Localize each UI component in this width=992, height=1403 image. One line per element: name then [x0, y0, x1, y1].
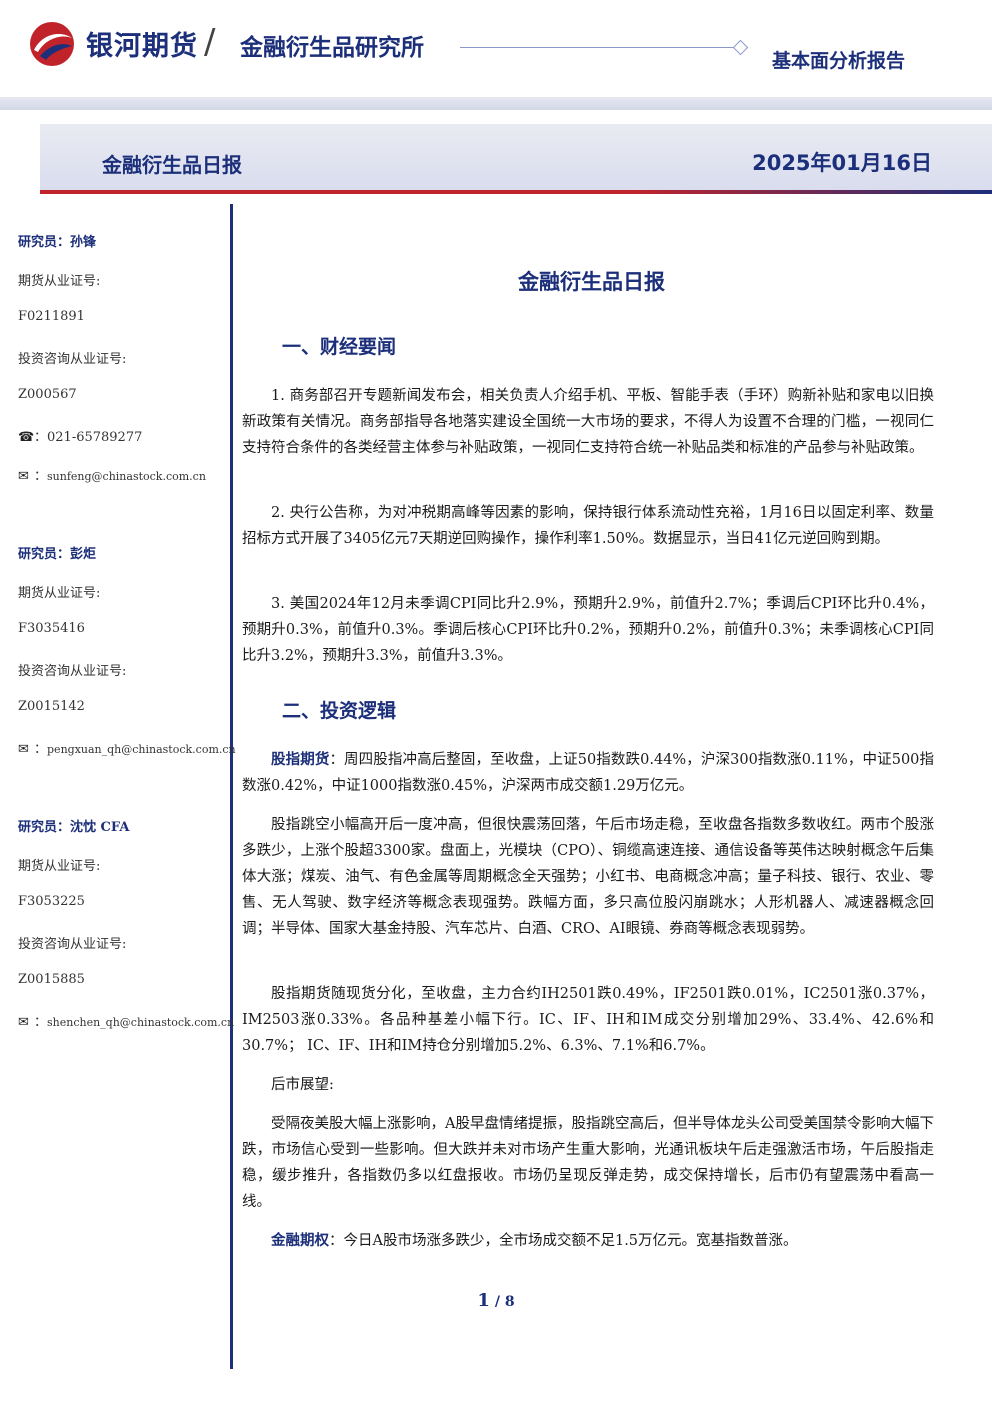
- email-separator: ：: [34, 1015, 48, 1030]
- consult-license-id: Z0015142: [18, 699, 85, 714]
- analyst-phone: ☎：021-65789277: [18, 426, 142, 445]
- futures-license-label: 期货从业证号:: [18, 274, 101, 289]
- email-icon: ✉: [18, 1015, 29, 1030]
- section-heading-news: 一、财经要闻: [282, 336, 397, 358]
- email-icon: ✉: [18, 469, 29, 484]
- consult-license-id: Z000567: [18, 387, 77, 402]
- banner-underline: [40, 190, 992, 194]
- stock-futures-paragraph: 股指期货：周四股指冲高后整固，至收盘，上证50指数跌0.44%，沪深300指数涨…: [242, 747, 934, 799]
- options-label: 金融期权: [271, 1232, 329, 1249]
- futures-license-id: F0211891: [18, 309, 85, 324]
- stock-futures-label: 股指期货: [271, 751, 330, 768]
- email-icon: ✉: [18, 742, 29, 757]
- title-banner: [40, 124, 992, 192]
- email-address[interactable]: sunfeng@chinastock.com.cn: [47, 470, 206, 483]
- analyst-email: ✉ ：sunfeng@chinastock.com.cn: [18, 465, 206, 484]
- outlook-paragraph: 受隔夜美股大幅上涨影响，A股早盘情绪提振，股指跳空高后，但半导体龙头公司受美国禁…: [242, 1116, 934, 1210]
- futures-license-label: 期货从业证号:: [18, 586, 101, 601]
- analyst-name: 研究员：孙锋: [18, 235, 97, 250]
- column-divider: [230, 204, 233, 1369]
- total-pages: 8: [504, 1294, 515, 1310]
- brand-name: 银河期货: [86, 31, 198, 62]
- report-date: 2025年01月16日: [752, 151, 932, 175]
- email-separator: ：: [34, 742, 48, 757]
- news-paragraph-1: 1. 商务部召开专题新闻发布会，相关负责人介绍手机、平板、智能手表（手环）购新补…: [242, 388, 934, 456]
- stock-futures-text: ：周四股指冲高后整固，至收盘，上证50指数跌0.44%，沪深300指数涨0.11…: [242, 752, 934, 794]
- consult-license-label: 投资咨询从业证号:: [18, 937, 127, 952]
- phone-icon: ☎: [18, 430, 35, 445]
- phone-number: ：021-65789277: [34, 430, 143, 445]
- email-address[interactable]: shenchen_qh@chinastock.com.cn: [47, 1016, 235, 1029]
- diamond-icon: [732, 39, 749, 56]
- news-paragraph-3: 3. 美国2024年12月未季调CPI同比升2.9%，预期升2.9%，前值升2.…: [242, 596, 934, 664]
- futures-license-id: F3035416: [18, 621, 85, 636]
- galaxy-futures-logo-icon: [30, 22, 74, 66]
- futures-license-id: F3053225: [18, 894, 85, 909]
- news-paragraph-2: 2. 央行公告称，为对冲税期高峰等因素的影响，保持银行体系流动性充裕，1月16日…: [242, 505, 934, 547]
- email-separator: ：: [34, 469, 48, 484]
- header-bar: [0, 97, 992, 110]
- consult-license-label: 投资咨询从业证号:: [18, 664, 127, 679]
- market-paragraph: 股指跳空小幅高开后一度冲高，但很快震荡回落，午后市场走稳，至收盘各指数多数收红。…: [242, 817, 934, 937]
- futures-paragraph: 股指期货随现货分化，至收盘，主力合约IH2501跌0.49%，IF2501跌0.…: [242, 986, 934, 1054]
- consult-license-id: Z0015885: [18, 972, 85, 987]
- outlook-label: 后市展望:: [271, 1077, 334, 1093]
- header-slash: /: [204, 22, 216, 62]
- page-number: 1 / 8: [477, 1290, 515, 1311]
- consult-license-label: 投资咨询从业证号:: [18, 352, 127, 367]
- report-type: 基本面分析报告: [772, 50, 906, 72]
- futures-license-label: 期货从业证号:: [18, 859, 101, 874]
- analyst-name: 研究员：彭炬: [18, 547, 97, 562]
- analyst-email: ✉ ：shenchen_qh@chinastock.com.cn: [18, 1011, 234, 1030]
- banner-title: 金融衍生品日报: [102, 153, 242, 177]
- report-title: 金融衍生品日报: [518, 270, 665, 294]
- options-text: ：今日A股市场涨多跌少，全市场成交额不足1.5万亿元。宽基指数普涨。: [329, 1233, 798, 1249]
- current-page: 1: [477, 1290, 490, 1311]
- options-paragraph: 金融期权：今日A股市场涨多跌少，全市场成交额不足1.5万亿元。宽基指数普涨。: [242, 1228, 934, 1254]
- header-divider: [460, 47, 736, 48]
- institute-name: 金融衍生品研究所: [240, 35, 424, 61]
- analyst-name: 研究员：沈忱 CFA: [18, 820, 130, 835]
- section-heading-logic: 二、投资逻辑: [282, 700, 397, 722]
- email-address[interactable]: pengxuan_qh@chinastock.com.cn: [47, 743, 236, 756]
- analyst-email: ✉ ：pengxuan_qh@chinastock.com.cn: [18, 738, 236, 757]
